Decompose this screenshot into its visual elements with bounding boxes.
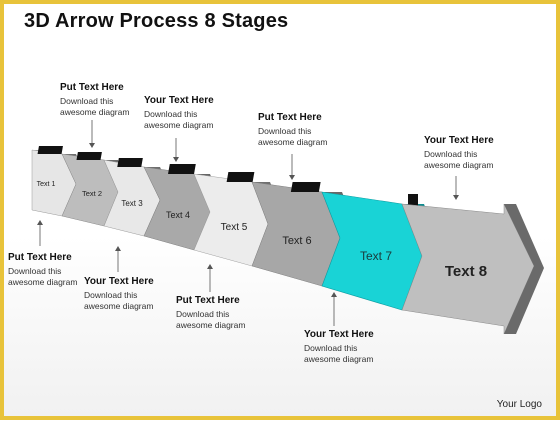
stage-2-label: Text 2 [82, 189, 102, 198]
callout-4-heading: Your Text Here [84, 276, 154, 287]
callout-7: Your Text Here Download this awesome dia… [424, 135, 514, 171]
callout-8-heading: Your Text Here [304, 329, 374, 340]
callout-5-body: Download this awesome diagram [258, 126, 328, 147]
callout-6-heading: Put Text Here [176, 295, 240, 306]
callout-1-body: Download this awesome diagram [60, 96, 130, 117]
callout-5: Put Text Here Download this awesome diag… [258, 112, 348, 148]
stage-5-label: Text 5 [221, 222, 248, 233]
stage-8-arrow: Text 8 [401, 194, 544, 335]
callout-8: Your Text Here Download this awesome dia… [304, 329, 394, 365]
callout-1-heading: Put Text Here [60, 82, 124, 93]
stage-3-label: Text 3 [121, 199, 143, 208]
callout-4-body: Download this awesome diagram [84, 290, 154, 311]
connector-lines [39, 120, 457, 326]
logo-text: Your Logo [496, 399, 542, 410]
slide-title: 3D Arrow Process 8 Stages [24, 10, 289, 32]
callout-3: Your Text Here Download this awesome dia… [144, 95, 234, 131]
callout-5-heading: Put Text Here [258, 112, 322, 123]
stage-4-label: Text 4 [166, 210, 190, 220]
arrow-process-diagram: Text 1 Text 2 Text 3 Text 4 Text [4, 120, 556, 416]
slide: 3D Arrow Process 8 Stages [4, 4, 556, 416]
callout-2: Put Text Here Download this awesome diag… [8, 252, 98, 288]
callout-8-body: Download this awesome diagram [304, 343, 374, 364]
callout-3-body: Download this awesome diagram [144, 109, 214, 130]
callout-4: Your Text Here Download this awesome dia… [84, 276, 174, 312]
stage-6-label: Text 6 [282, 235, 311, 247]
callout-6: Put Text Here Download this awesome diag… [176, 295, 266, 331]
callout-7-heading: Your Text Here [424, 135, 494, 146]
connector-arrowheads [37, 143, 459, 297]
callout-2-heading: Put Text Here [8, 252, 72, 263]
stage-1-label: Text 1 [37, 181, 56, 188]
stage-7-label: Text 7 [360, 249, 392, 263]
callout-1: Put Text Here Download this awesome diag… [60, 82, 150, 118]
callout-7-body: Download this awesome diagram [424, 149, 494, 170]
callout-3-heading: Your Text Here [144, 95, 214, 106]
callout-2-body: Download this awesome diagram [8, 266, 78, 287]
callout-6-body: Download this awesome diagram [176, 309, 246, 330]
stage-8-label: Text 8 [445, 263, 487, 280]
